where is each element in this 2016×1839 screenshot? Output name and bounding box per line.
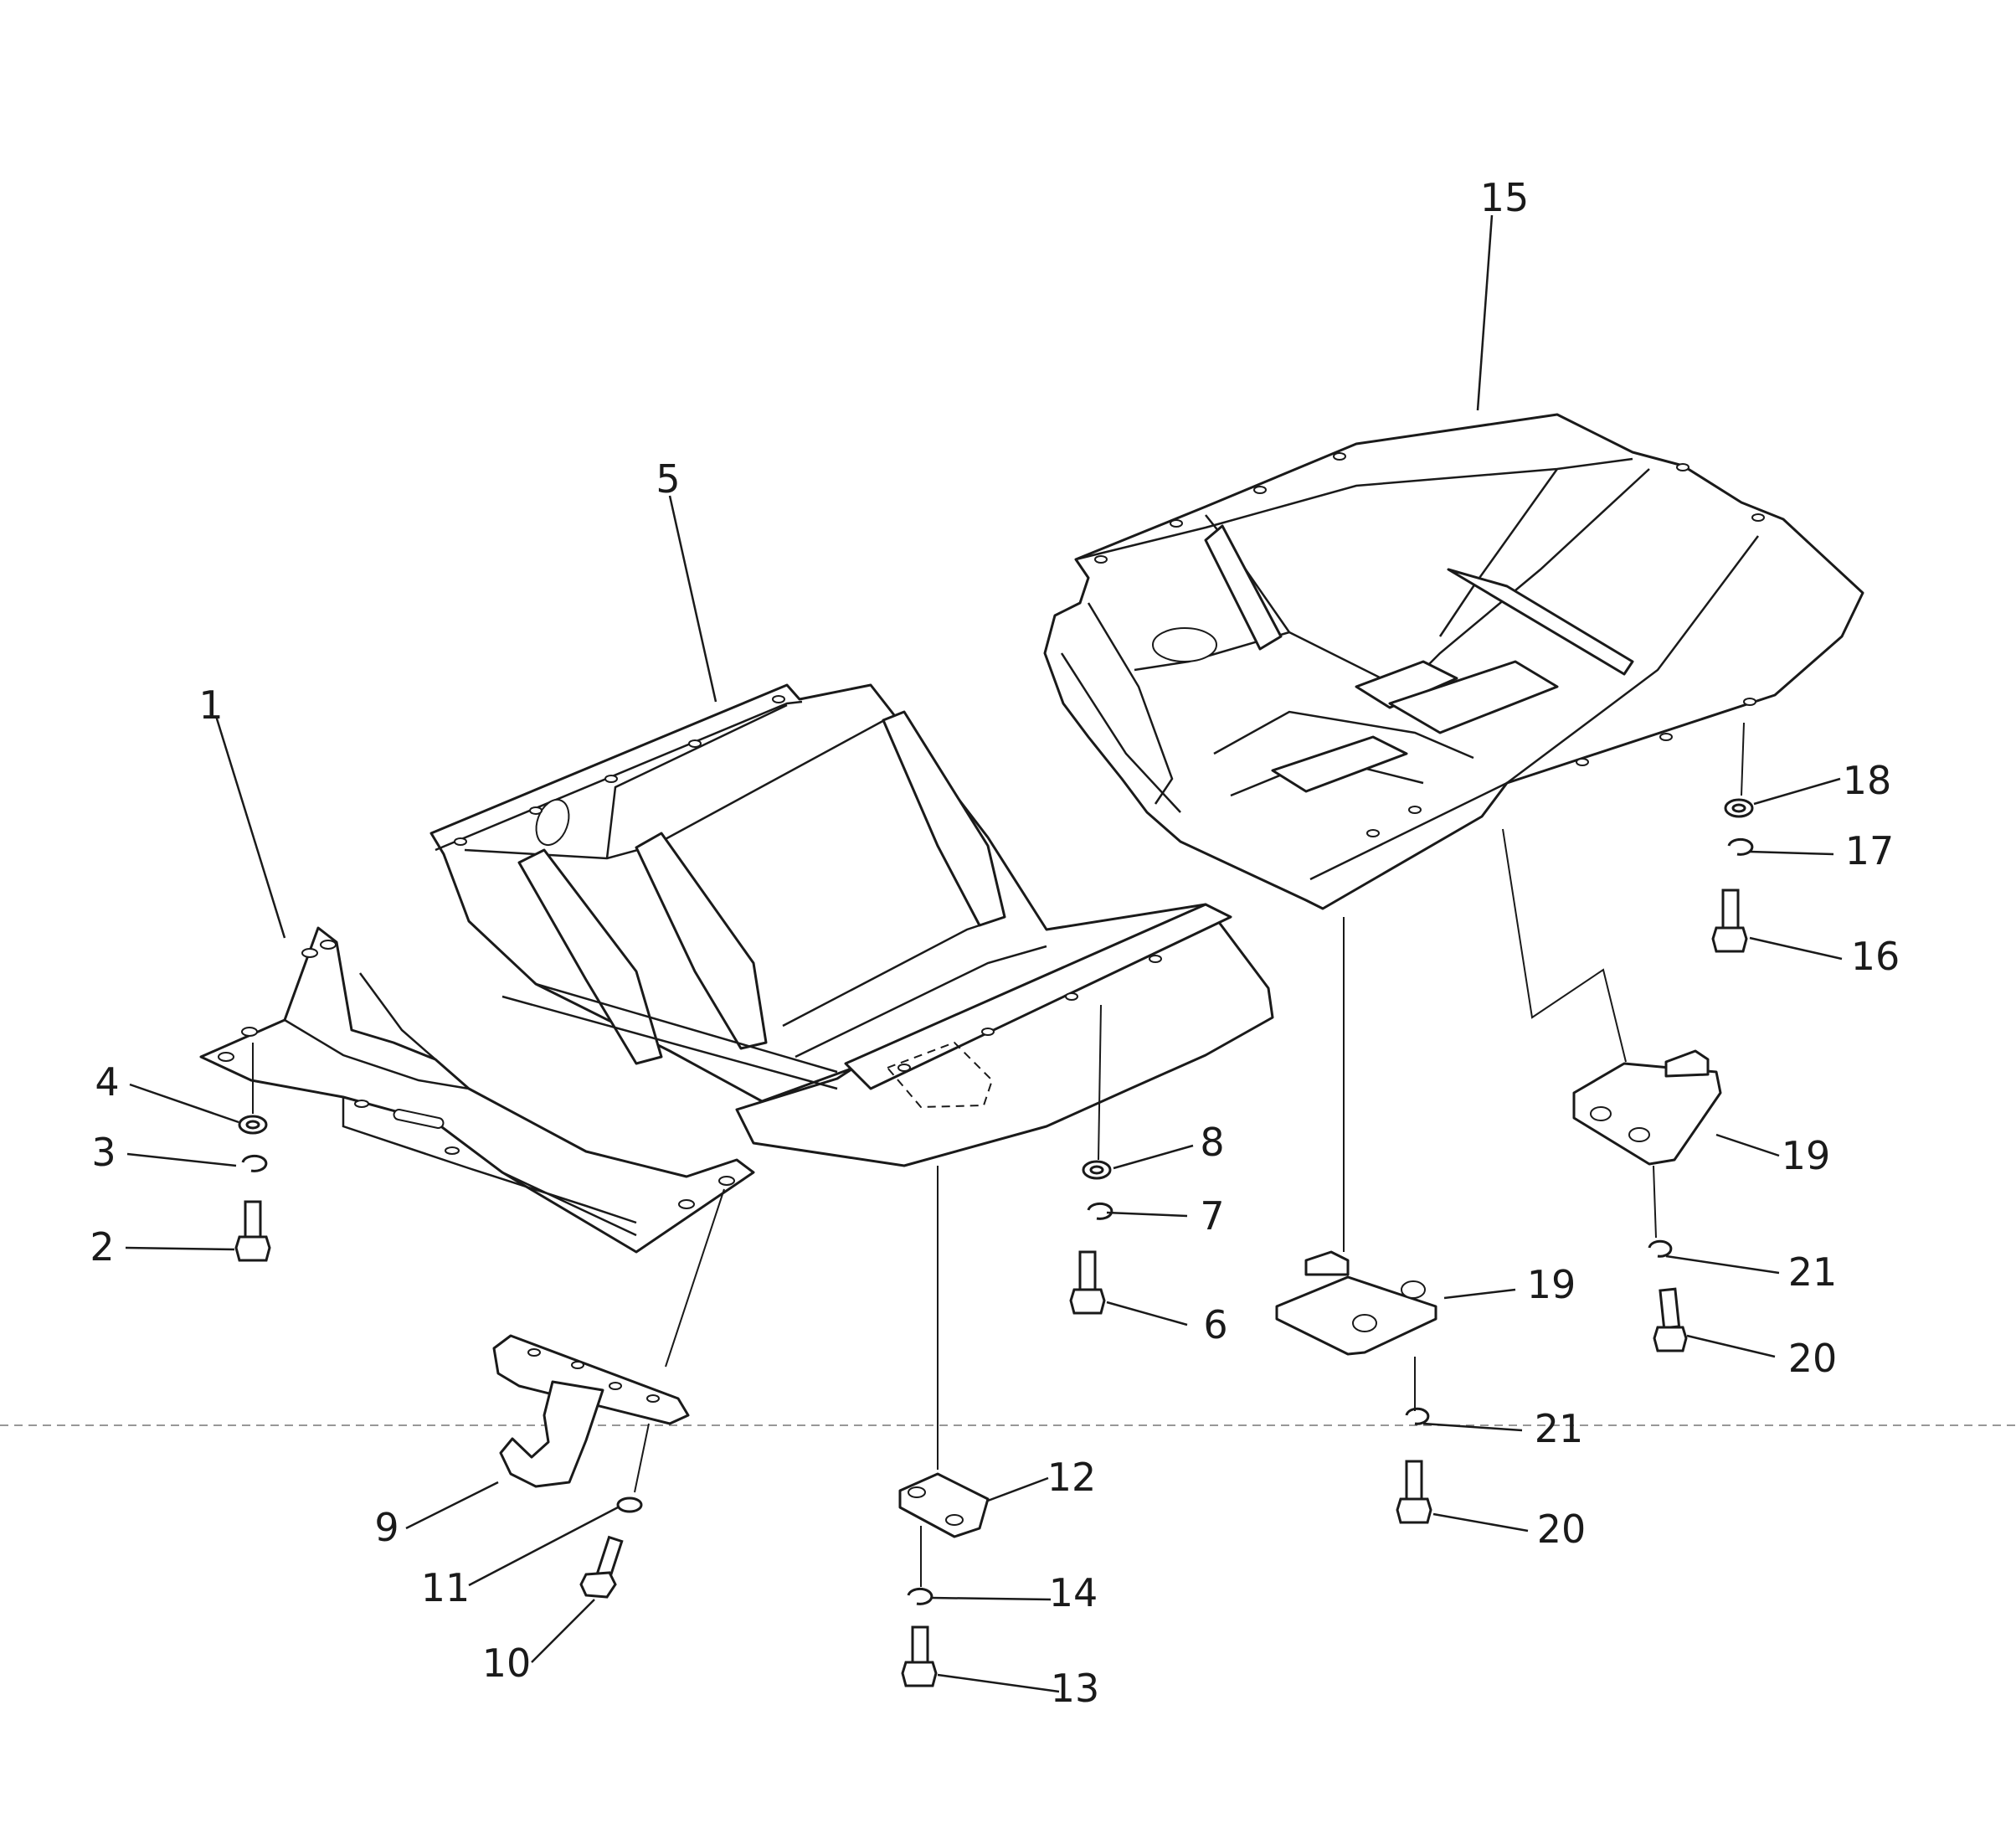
callout-17: 17: [1845, 828, 1895, 873]
part-1-front-guard: [199, 926, 755, 1254]
callout-19-lower: 19: [1527, 1262, 1576, 1307]
callout-6: 6: [1203, 1302, 1227, 1347]
callout-1: 1: [198, 683, 223, 728]
callout-4: 4: [95, 1059, 119, 1105]
callout-16: 16: [1851, 934, 1900, 979]
callout-14: 14: [1049, 1570, 1098, 1615]
part-12-cover: [898, 1472, 990, 1538]
callout-13: 13: [1051, 1666, 1100, 1711]
hardware: [234, 798, 1754, 1687]
callout-12: 12: [1047, 1455, 1097, 1500]
center-lines: [252, 722, 1745, 1587]
callout-15: 15: [1480, 175, 1530, 220]
callout-20-upper: 20: [1788, 1336, 1838, 1381]
callout-20-lower: 20: [1537, 1507, 1587, 1552]
part-19-cover-lower: [1275, 1250, 1437, 1356]
callout-labels: 1 5 15 4 3 2 8 7 6 9 11 10 12 14 13 19 2…: [90, 175, 1900, 1711]
callout-19-upper: 19: [1782, 1133, 1831, 1178]
callout-21-upper: 21: [1788, 1249, 1838, 1295]
callout-8: 8: [1200, 1120, 1224, 1165]
callout-7: 7: [1200, 1193, 1224, 1239]
part-5-center-guard: [429, 683, 1274, 1167]
callout-10: 10: [482, 1641, 532, 1686]
callout-9: 9: [374, 1505, 399, 1550]
callout-11: 11: [421, 1565, 471, 1610]
part-15-rear-guard: [1043, 413, 1864, 910]
part-9-tow-hook: [492, 1334, 690, 1488]
callout-2: 2: [90, 1224, 114, 1270]
leader-lines: [125, 214, 1843, 1693]
callout-18: 18: [1843, 758, 1892, 803]
part-19-cover-upper: [1572, 1049, 1722, 1166]
callout-3: 3: [91, 1130, 116, 1175]
callout-21-lower: 21: [1535, 1406, 1584, 1451]
callout-5: 5: [656, 456, 680, 502]
